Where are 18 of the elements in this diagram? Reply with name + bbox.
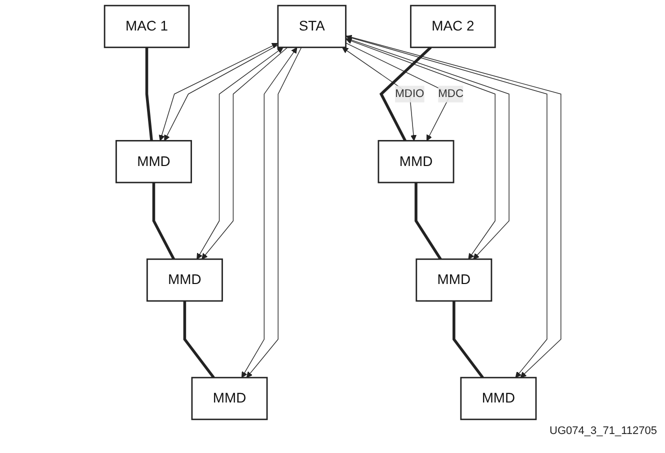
node-box: MMD xyxy=(115,140,192,184)
edge-label: MDIO xyxy=(394,88,424,100)
connector xyxy=(183,300,215,378)
connector xyxy=(414,182,442,260)
connector xyxy=(452,300,484,378)
node-box: MAC 2 xyxy=(410,4,496,48)
node-box: MMD xyxy=(146,258,223,302)
edge-label: MDC xyxy=(438,88,464,100)
node-box: MAC 1 xyxy=(104,4,190,48)
node-box: MMD xyxy=(378,140,454,184)
node-box: MMD xyxy=(191,376,268,420)
node-box: MMD xyxy=(460,376,536,420)
node-box: MMD xyxy=(415,258,492,302)
figure-id: UG074_3_71_112705 xyxy=(548,425,657,437)
connector xyxy=(379,46,432,142)
connector xyxy=(145,47,153,141)
node-box: STA xyxy=(276,4,346,48)
connector xyxy=(152,182,175,260)
